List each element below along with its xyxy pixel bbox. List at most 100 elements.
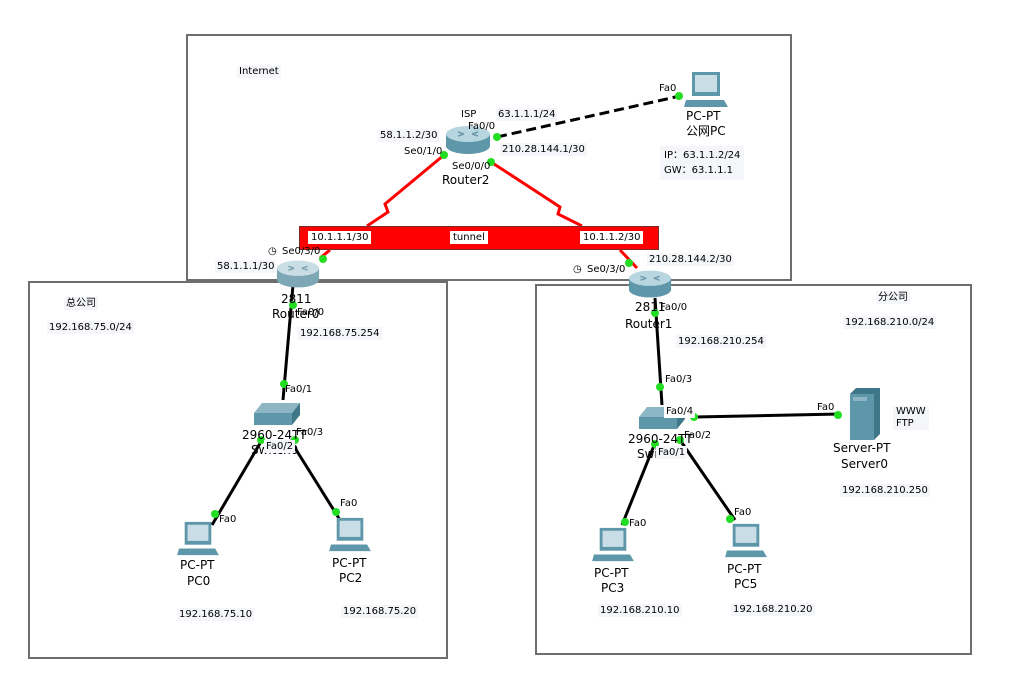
router2-se000-port: Se0/0/0 xyxy=(452,161,491,172)
server0-service-ftp: FTP xyxy=(896,418,914,429)
router0-serial-port: Se0/3/0 xyxy=(282,246,321,257)
port-dot xyxy=(289,301,297,309)
serial-link-router2-router1[interactable] xyxy=(490,160,583,228)
server0-name: Server0 xyxy=(841,457,888,471)
port-dot xyxy=(834,411,842,419)
link-switch1-pc3[interactable] xyxy=(620,442,657,526)
port-dot xyxy=(487,158,495,166)
router-icon[interactable] xyxy=(444,124,492,156)
pc0-ip: 192.168.75.10 xyxy=(177,608,255,621)
publicpc-name: 公网PC xyxy=(686,124,726,138)
router0-fa-port: Fa0/0 xyxy=(297,307,325,318)
server0-model: Server-PT xyxy=(833,441,891,455)
server0-port: Fa0 xyxy=(817,402,835,413)
server0-services-note: WWW FTP xyxy=(893,406,929,430)
switch0-port-fa03: Fa0/3 xyxy=(296,427,324,438)
pc3-port: Fa0 xyxy=(629,518,647,529)
port-dot xyxy=(319,255,327,263)
router0-fa-ip: 192.168.75.254 xyxy=(298,327,382,340)
router1-fa-port: Fa0/0 xyxy=(660,302,688,313)
port-dot xyxy=(651,309,659,317)
port-dot xyxy=(726,515,734,523)
router2-fa-ip: 63.1.1.1/24 xyxy=(496,108,558,121)
pc3-ip: 192.168.210.10 xyxy=(598,604,682,617)
ethernet-link-router2-publicpc[interactable] xyxy=(496,94,681,139)
link-switch0-pc2[interactable] xyxy=(288,439,342,521)
router1-clock-icon: ◷ xyxy=(573,264,582,275)
switch1-port-fa04: Fa0/4 xyxy=(664,405,696,418)
port-dot xyxy=(625,259,633,267)
port-dot xyxy=(621,518,629,526)
tunnel-left-ip: 10.1.1.1/30 xyxy=(308,231,372,244)
router1-serial-port: Se0/3/0 xyxy=(587,264,626,275)
router-icon[interactable] xyxy=(275,258,321,290)
link-switch0-pc0[interactable] xyxy=(210,439,264,526)
pc0-name: PC0 xyxy=(187,574,211,588)
router0-name: Router0 xyxy=(272,307,320,321)
branch-area-label: 分公司 xyxy=(876,291,910,304)
switch0-uplink-port: Fa0/1 xyxy=(285,384,313,395)
port-dot xyxy=(257,436,265,444)
switch1-uplink-port: Fa0/3 xyxy=(665,374,693,385)
pc0-model: PC-PT xyxy=(180,558,215,572)
branch-area xyxy=(535,284,972,655)
port-dot xyxy=(656,383,664,391)
switch1-model: 2960-24TT xyxy=(628,432,693,446)
server0-ip: 192.168.210.250 xyxy=(840,484,930,497)
router1-model: 2811 xyxy=(635,300,666,314)
port-dot xyxy=(211,510,219,518)
port-dot xyxy=(280,380,288,388)
router0-model: 2811 xyxy=(281,292,312,306)
pc3-name: PC3 xyxy=(601,581,625,595)
hq-area-label: 总公司 xyxy=(64,297,98,310)
switch0-model: 2960-24TT xyxy=(242,428,307,442)
router0-clock-icon: ◷ xyxy=(268,246,277,257)
pc-icon[interactable] xyxy=(176,520,220,558)
port-dot xyxy=(676,436,684,444)
publicpc-ip-line: IP：63.1.1.2/24 xyxy=(664,150,741,161)
hq-subnet-label: 192.168.75.0/24 xyxy=(47,321,134,334)
router2-se000-ip: 210.28.144.1/30 xyxy=(500,143,587,156)
pc0-port: Fa0 xyxy=(219,514,237,525)
link-switch1-pc5[interactable] xyxy=(678,439,737,521)
router-icon[interactable] xyxy=(627,268,673,300)
pc-icon[interactable] xyxy=(591,526,635,564)
pc-icon[interactable] xyxy=(328,516,372,554)
port-dot xyxy=(675,92,683,100)
router1-fa-ip: 192.168.210.254 xyxy=(676,335,766,348)
pc3-model: PC-PT xyxy=(594,566,629,580)
tunnel-interface[interactable]: 10.1.1.1/30 tunnel 10.1.1.2/30 xyxy=(299,226,659,250)
publicpc-port: Fa0 xyxy=(659,83,677,94)
pc5-ip: 192.168.210.20 xyxy=(731,603,815,616)
router1-name: Router1 xyxy=(625,317,673,331)
pc5-name: PC5 xyxy=(734,577,758,591)
router2-fa-port: Fa0/0 xyxy=(468,121,496,132)
pc2-name: PC2 xyxy=(339,571,363,585)
pc2-ip: 192.168.75.20 xyxy=(341,605,419,618)
server-icon[interactable] xyxy=(848,388,882,440)
pc2-port: Fa0 xyxy=(340,498,358,509)
router2-model: ISP xyxy=(461,109,477,120)
router2-se010-ip: 58.1.1.2/30 xyxy=(378,129,440,142)
publicpc-model: PC-PT xyxy=(686,109,721,123)
switch1-port-fa02: Fa0/2 xyxy=(684,430,712,441)
router1-serial-ip: 210.28.144.2/30 xyxy=(647,253,734,266)
switch1-port-fa01: Fa0/1 xyxy=(656,446,688,459)
pc5-port: Fa0 xyxy=(734,507,752,518)
internet-area xyxy=(186,34,792,281)
branch-subnet-label: 192.168.210.0/24 xyxy=(843,316,937,329)
internet-area-label: Internet xyxy=(237,65,281,78)
port-dot xyxy=(493,133,501,141)
publicpc-info-note: IP：63.1.1.2/24 GW：63.1.1.1 xyxy=(660,146,745,180)
publicpc-gw-line: GW：63.1.1.1 xyxy=(664,165,733,176)
router2-name: Router2 xyxy=(442,173,490,187)
serial-link-router2-router0[interactable] xyxy=(366,153,445,228)
tunnel-right-ip: 10.1.1.2/30 xyxy=(580,231,644,244)
link-switch1-server0[interactable] xyxy=(694,412,841,419)
pc5-model: PC-PT xyxy=(727,562,762,576)
pc-icon[interactable] xyxy=(724,522,768,560)
pc-icon[interactable] xyxy=(684,70,728,110)
port-dot xyxy=(332,508,340,516)
switch-icon[interactable] xyxy=(252,401,302,427)
switch0-port-fa02: Fa0/2 xyxy=(264,440,296,453)
